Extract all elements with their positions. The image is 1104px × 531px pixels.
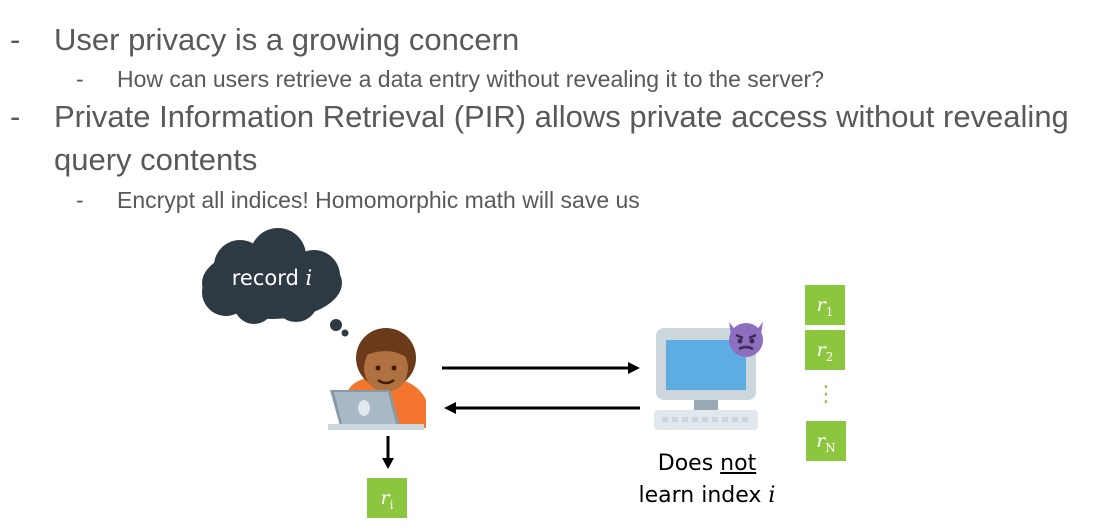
user-with-laptop-icon xyxy=(328,328,426,430)
thought-text: record i xyxy=(231,266,313,290)
server-caption: Does not learn index i xyxy=(638,451,776,508)
query-arrow xyxy=(442,362,640,374)
devil-face-icon xyxy=(729,322,763,357)
db-record-cell-2: r2 xyxy=(805,330,845,370)
db-record-cell-n: rN xyxy=(806,421,846,461)
sub-bullet-dash: - xyxy=(76,187,84,213)
bullet-user-privacy: User privacy is a growing concern xyxy=(54,22,520,57)
db-record-cell-1: r1 xyxy=(805,285,845,325)
result-record-cell: ri xyxy=(367,478,407,518)
bullet-pir-line1: Private Information Retrieval (PIR) allo… xyxy=(54,99,1069,134)
sub-bullet-retrieve-question: How can users retrieve a data entry with… xyxy=(117,66,824,92)
bullet-pir-line2: query contents xyxy=(54,142,258,177)
down-arrow xyxy=(382,436,394,469)
sub-bullet-encrypt: Encrypt all indices! Homomorphic math wi… xyxy=(117,187,640,213)
db-ellipsis: ⋮ xyxy=(815,382,837,407)
response-arrow xyxy=(444,402,640,414)
bullet-dash: - xyxy=(10,22,21,57)
bullet-dash: - xyxy=(10,99,21,134)
sub-bullet-dash: - xyxy=(76,66,84,92)
thought-cloud xyxy=(202,228,349,337)
